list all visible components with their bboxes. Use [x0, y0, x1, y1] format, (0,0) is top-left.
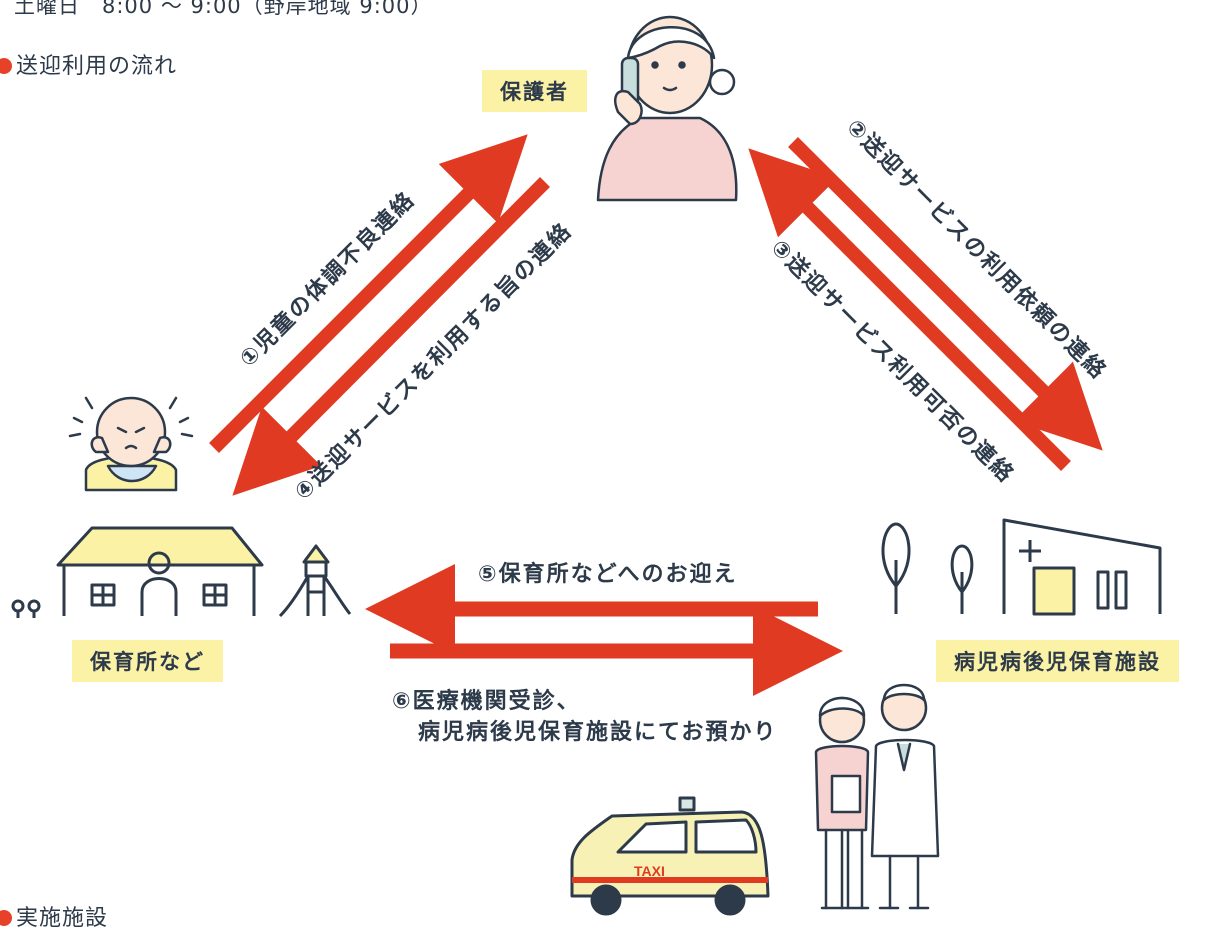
sick-child-illustration: [68, 396, 194, 492]
step5-label: ⑤保育所などへのお迎え: [478, 562, 738, 587]
hours-line: 土曜日 8:00 ～ 9:00（野岸地域 9:00）: [14, 0, 433, 18]
nursery-label: 保育所など: [72, 640, 223, 682]
arrow-step4: [232, 177, 550, 496]
bullet-dot-icon: [0, 58, 12, 74]
nurse-doctor-illustration: [814, 683, 940, 910]
arrow-step3: [748, 148, 1071, 471]
arrow-step1: [209, 134, 528, 453]
section-flow-heading: 送迎利用の流れ: [0, 48, 177, 80]
section-flow-label: 送迎利用の流れ: [16, 54, 178, 79]
guardian-phone-illustration: [596, 15, 738, 202]
step6-label-line2: 病児病後児保育施設にてお預かり: [418, 720, 778, 745]
clinic-building-icon: [881, 518, 1162, 616]
taxi-illustration: [570, 796, 770, 916]
clinic-label: 病児病後児保育施設: [936, 640, 1179, 682]
step6-label-line1: ⑥医療機関受診、: [392, 689, 581, 714]
arrow-step2: [788, 137, 1103, 451]
nursery-building-icon: [11, 526, 352, 618]
taxi-sign: TAXI: [634, 863, 665, 879]
guardian-label: 保護者: [482, 70, 587, 112]
